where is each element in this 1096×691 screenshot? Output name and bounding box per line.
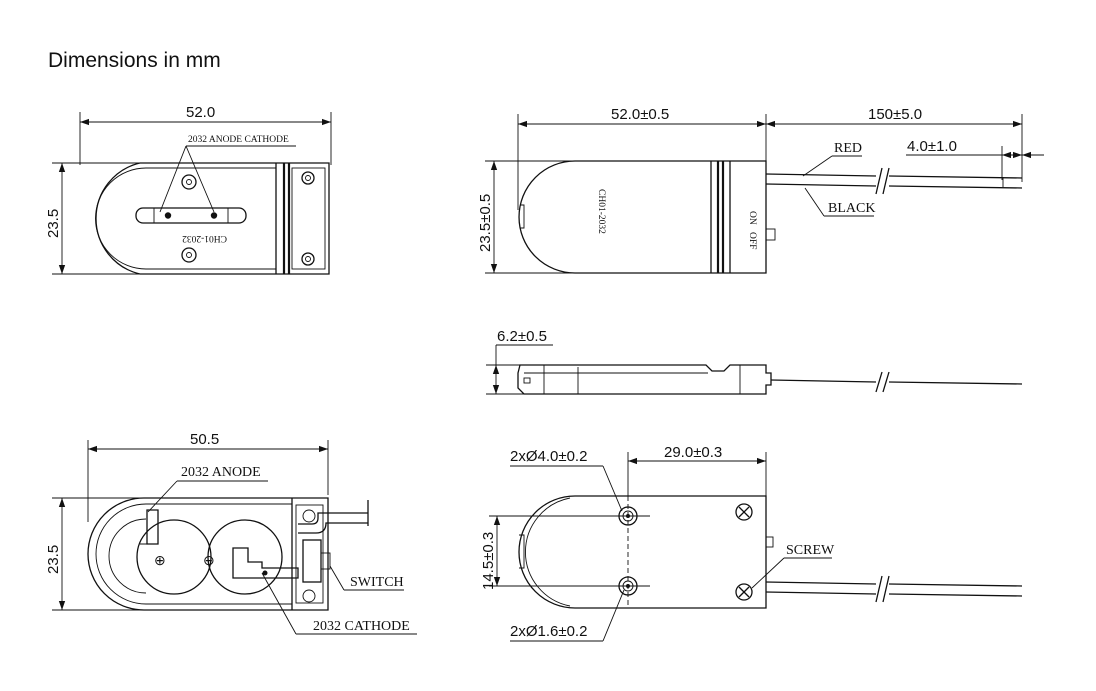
inside-height-dim: 23.5 [45, 545, 62, 574]
hole-small-dim: 2xØ1.6±0.2 [510, 623, 587, 640]
hole-pitch-dim: 14.5±0.3 [480, 532, 497, 590]
screw-label: SCREW [786, 543, 835, 558]
inside-width-dim: 50.5 [190, 431, 219, 448]
minus-symbol: ⊖ [203, 554, 215, 569]
top-width-dim: 52.0 [186, 104, 215, 121]
switch-off-label: OFF [747, 232, 757, 249]
side-top-view: 52.0±0.5 150±5.0 4.0±1.0 23.5±0.5 CH01-2… [477, 106, 1044, 274]
plus-symbol: ⊕ [154, 554, 166, 569]
bottom-view: 29.0±0.3 2xØ4.0±0.2 2xØ1.6±0.2 14.5±0.3 [480, 444, 1023, 642]
side-width-dim: 52.0±0.5 [611, 106, 669, 123]
side-model-text: CH01-2032 [596, 189, 606, 234]
strip-length-dim: 4.0±1.0 [907, 138, 957, 155]
lead-length-dim: 150±5.0 [868, 106, 922, 123]
cathode-label: 2032 CATHODE [313, 619, 410, 634]
hole-large-dim: 2xØ4.0±0.2 [510, 448, 587, 465]
black-wire-label: BLACK [828, 201, 875, 216]
side-height-dim: 23.5±0.5 [477, 194, 494, 252]
switch-label: SWITCH [350, 575, 404, 590]
switch-on-label: ON [747, 211, 757, 225]
anode-label: 2032 ANODE [181, 465, 261, 480]
inside-view: 50.5 23.5 ⊕ ⊖ 2032 ANO [45, 431, 417, 635]
top-height-dim: 23.5 [45, 209, 62, 238]
profile-view: 6.2±0.5 [486, 328, 1023, 395]
top-view: 52.0 23.5 2032 ANODE CATHODE CH01-2032 [45, 104, 332, 275]
red-wire-label: RED [834, 141, 862, 156]
page-title: Dimensions in mm [48, 49, 221, 72]
top-contact-label: 2032 ANODE CATHODE [188, 135, 289, 145]
top-model-text: CH01-2032 [182, 233, 227, 243]
thickness-dim: 6.2±0.5 [497, 328, 547, 345]
hole-spacing-dim: 29.0±0.3 [664, 444, 722, 461]
